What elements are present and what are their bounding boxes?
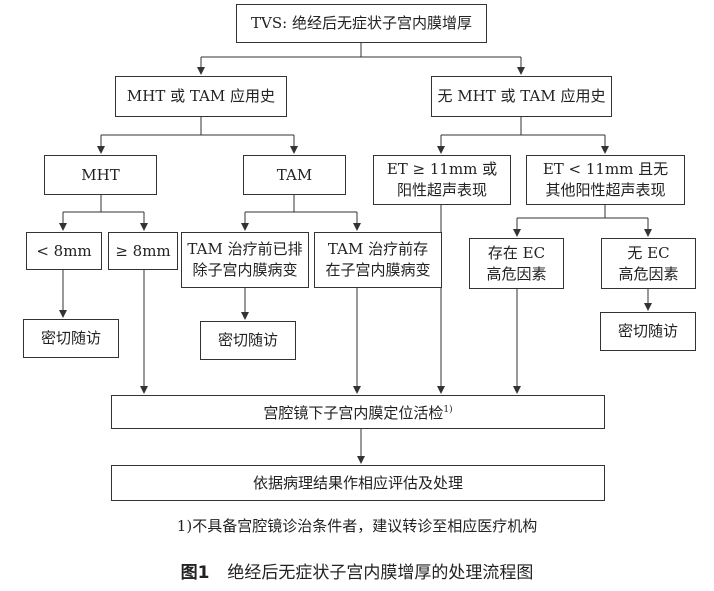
node-close-followup-mht: 密切随访 <box>23 319 119 358</box>
node-without-mht-tam-history: 无 MHT 或 TAM 应用史 <box>431 76 612 117</box>
figure-title: 绝经后无症状子宫内膜增厚的处理流程图 <box>227 563 534 583</box>
node-tam: TAM <box>243 155 346 195</box>
node-mht: MHT <box>44 155 157 195</box>
footnote: 1)不具备宫腔镜诊治条件者，建议转诊至相应医疗机构 <box>176 517 538 535</box>
node-lt-8mm: < 8mm <box>26 232 102 270</box>
node-hysteroscopic-biopsy: 宫腔镜下子宫内膜定位活检1) <box>111 395 605 429</box>
node-tam-lesion-existing: TAM 治疗前存 在子宫内膜病变 <box>314 232 442 288</box>
node-root: TVS: 绝经后无症状子宫内膜增厚 <box>236 4 487 43</box>
node-with-mht-tam-history: MHT 或 TAM 应用史 <box>115 76 287 117</box>
node-tam-lesion-excluded: TAM 治疗前已排 除子宫内膜病变 <box>181 232 309 288</box>
node-et-ge-11mm: ET ≥ 11mm 或 阳性超声表现 <box>373 155 511 205</box>
node-ge-8mm: ≥ 8mm <box>108 232 178 270</box>
node-no-ec-risk: 无 EC 高危因素 <box>601 238 696 289</box>
figure-caption: 图1 绝经后无症状子宫内膜增厚的处理流程图 <box>0 558 714 583</box>
figure-number: 图1 <box>180 563 210 583</box>
node-close-followup-tam: 密切随访 <box>200 321 296 360</box>
node-ec-risk-present: 存在 EC 高危因素 <box>469 238 564 289</box>
footnote-marker: 1) <box>443 405 453 415</box>
node-close-followup-no-risk: 密切随访 <box>600 312 696 351</box>
node-pathology-result: 依据病理结果作相应评估及处理 <box>111 465 605 501</box>
node-et-lt-11mm: ET < 11mm 且无 其他阳性超声表现 <box>526 155 685 205</box>
